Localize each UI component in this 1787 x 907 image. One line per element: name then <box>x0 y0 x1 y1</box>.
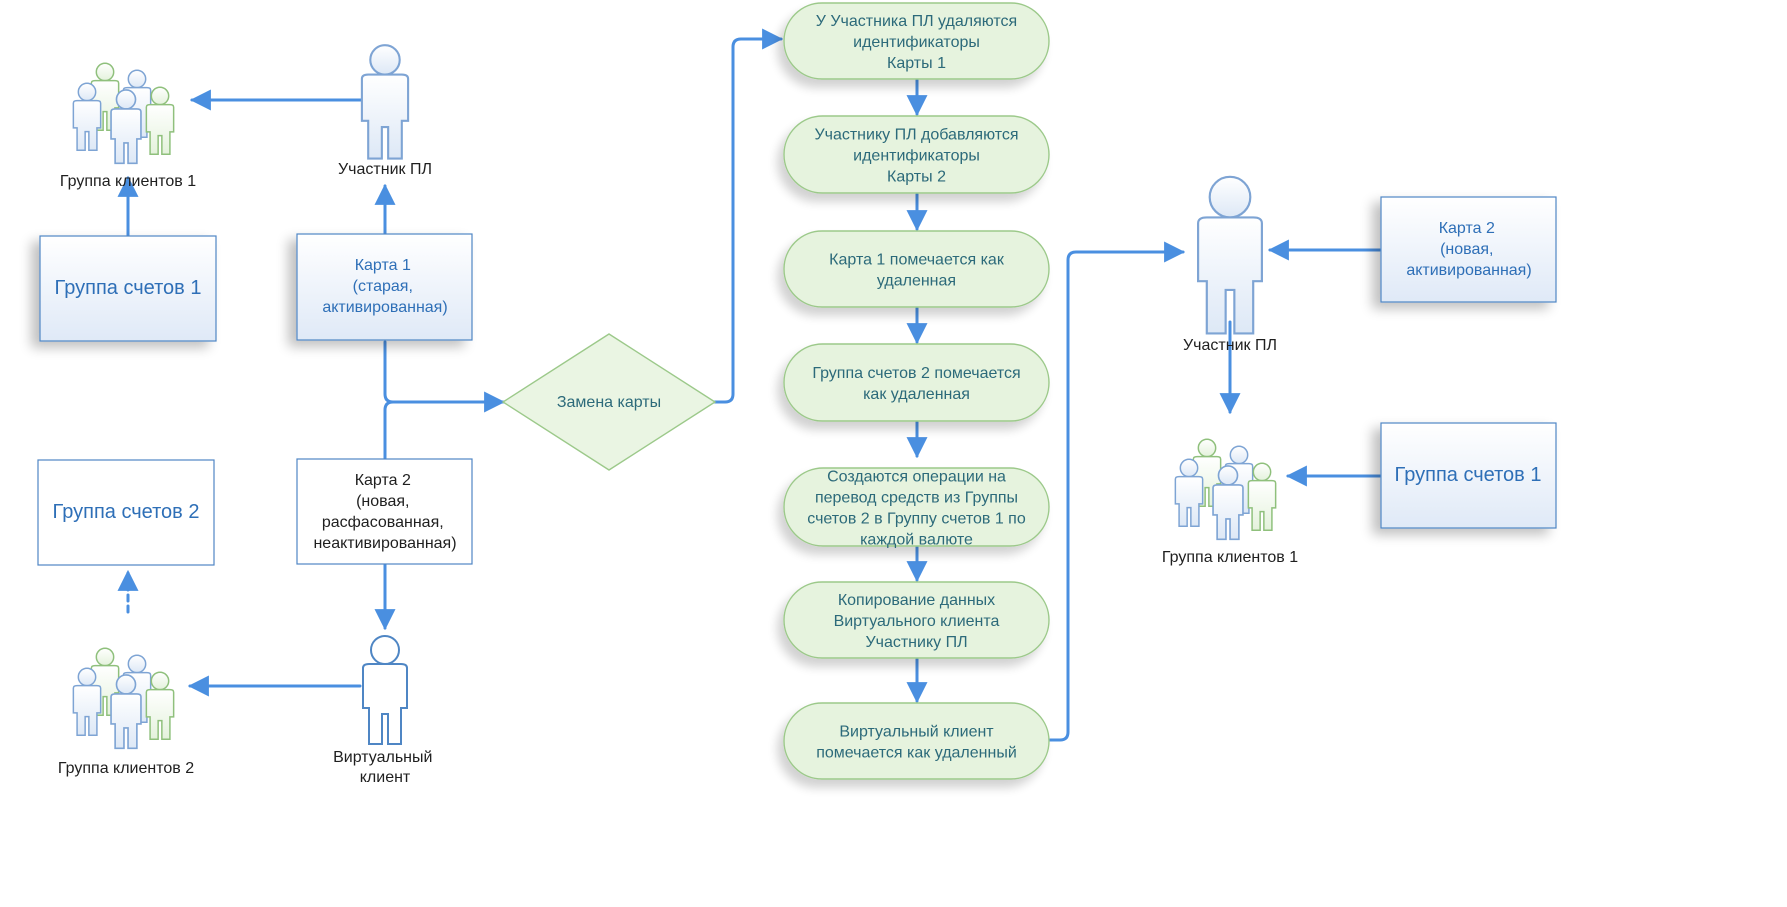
card2-right-box <box>1380 196 1557 303</box>
process-step-line: Виртуального клиента <box>834 613 1000 630</box>
card2-right-line: Карта 2 <box>1439 220 1495 237</box>
process-step-line: У Участника ПЛ удаляются <box>816 13 1017 30</box>
card1-line: (старая, <box>353 278 413 295</box>
process-step-box <box>783 115 1050 194</box>
participant-right-label: Участник ПЛ <box>1183 337 1277 354</box>
group-clients-1-icon <box>72 62 175 165</box>
card2-label: Карта 2 (новая, расфасованная, неактивир… <box>313 472 456 552</box>
process-step-line: счетов 2 в Группу счетов 1 по <box>807 511 1026 528</box>
process-step-line: Карты 2 <box>887 169 946 186</box>
card2-right-line: активированная) <box>1406 262 1531 279</box>
group-clients-1-right-icon <box>1174 438 1277 541</box>
group-accounts-1-label: Группа счетов 1 <box>55 277 202 299</box>
group-clients-2-label: Группа клиентов 2 <box>58 760 194 777</box>
process-step-label: Виртуальный клиент помечается как удаленн… <box>816 724 1017 762</box>
group-accounts-2-box <box>37 459 215 566</box>
process-step-label: Создаются операции на перевод средств из … <box>807 469 1026 549</box>
card2-line: расфасованная, <box>322 514 444 531</box>
participant-right-icon <box>1197 175 1263 335</box>
process-step-line: перевод средств из Группы <box>815 490 1018 507</box>
process-step-line: Группа счетов 2 помечается <box>812 365 1020 382</box>
arrow-card1-to-decision <box>383 340 506 413</box>
group-clients-1-label: Группа клиентов 1 <box>60 173 196 190</box>
process-step-line: как удаленная <box>863 386 970 403</box>
virtual-client-label: Виртуальный клиент <box>333 749 437 786</box>
process-step-line: Участнику ПЛ <box>865 634 967 651</box>
process-step-line: удаленная <box>877 273 956 290</box>
decision-diamond <box>501 333 717 471</box>
process-step-label: Группа счетов 2 помечается как удаленная <box>812 365 1020 403</box>
process-step-label: Карта 1 помечается как удаленная <box>829 252 1005 290</box>
arrow-decision-to-step1 <box>713 28 784 404</box>
group-accounts-1-right-box <box>1380 422 1557 529</box>
process-step-line: Карты 1 <box>887 55 946 72</box>
group-accounts-1-right-label: Группа счетов 1 <box>1395 464 1542 486</box>
virtual-client-line: Виртуальный <box>333 749 432 766</box>
participant-icon <box>360 44 410 160</box>
connectors <box>117 28 1382 742</box>
card2-line: (новая, <box>356 493 409 510</box>
card2-line: Карта 2 <box>355 472 411 489</box>
process-step-line: Копирование данных <box>838 592 995 609</box>
card2-line: неактивированная) <box>313 535 456 552</box>
card2-right-line: (новая, <box>1440 241 1493 258</box>
process-step-box <box>783 581 1050 659</box>
participant-label: Участник ПЛ <box>338 161 432 178</box>
process-step-line: помечается как удаленный <box>816 745 1017 762</box>
virtual-client-line: клиент <box>360 769 411 786</box>
process-step-box <box>783 702 1050 780</box>
process-step-line: Карта 1 помечается как <box>829 252 1005 269</box>
process-step-line: каждой валюте <box>860 532 973 549</box>
process-step-line: Участнику ПЛ добавляются <box>814 127 1018 144</box>
process-step-box <box>783 230 1050 308</box>
process-step-box <box>783 343 1050 422</box>
card1-line: активированная) <box>322 299 447 316</box>
process-step-line: идентификаторы <box>853 34 980 51</box>
card1-box <box>296 233 473 341</box>
group-accounts-1-box <box>39 235 217 342</box>
process-step-line: идентификаторы <box>853 148 980 165</box>
card1-line: Карта 1 <box>355 257 411 274</box>
group-clients-2-icon <box>72 647 175 750</box>
card1-label: Карта 1 (старая, активированная) <box>322 257 447 316</box>
process-step-box <box>783 2 1050 80</box>
virtual-client-icon <box>362 635 408 745</box>
arrow-card2-to-decision <box>383 400 395 460</box>
process-step-line: Виртуальный клиент <box>839 724 994 741</box>
decision-label: Замена карты <box>557 394 661 411</box>
card2-box <box>296 458 473 565</box>
group-clients-1-right-label: Группа клиентов 1 <box>1162 549 1298 566</box>
process-step-box <box>783 467 1050 547</box>
process-step-line: Создаются операции на <box>827 469 1006 486</box>
group-accounts-2-label: Группа счетов 2 <box>53 501 200 523</box>
arrow-step7-to-participant <box>1048 241 1186 742</box>
card2-right-label: Карта 2 (новая, активированная) <box>1406 220 1531 279</box>
